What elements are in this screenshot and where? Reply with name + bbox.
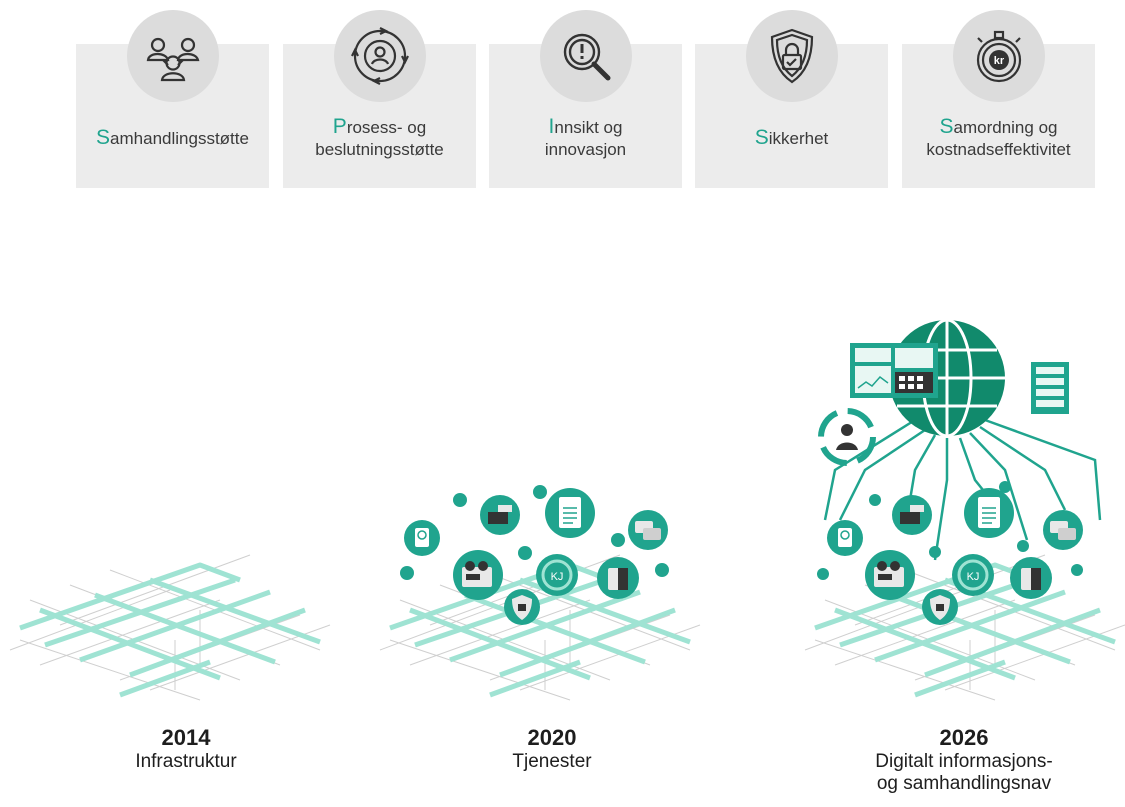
stage-year: 2026 [939,725,989,750]
service-node-document [545,488,595,538]
stage-title-line2: og samhandlingsnav [876,773,1052,794]
pillar-label: Prosess- og beslutningsstøtte [315,114,444,159]
magnifier-insight-icon [539,10,632,102]
server-rack-icon [1031,362,1069,414]
service-node-device [1010,557,1052,599]
pillar-label: Sikkerhet [754,125,829,149]
pillar-card-samordning: kr Samordning og kostnadseffektivitet [902,10,1095,188]
pillar-card-sikkerhet: Sikkerhet [695,10,888,188]
stage-year: 2014 [161,725,211,750]
service-node-tools [892,495,932,535]
pillar-card-innsikt: Innsikt og innovasjon [489,10,682,188]
svg-text:kr: kr [993,55,1004,67]
service-node-lock [922,589,958,625]
service-node-chat [628,510,668,550]
infrastructure-illustration [0,0,360,807]
process-cycle-icon [333,10,426,102]
people-collaboration-icon [126,10,219,102]
service-node-chat [1043,510,1083,550]
service-node-device [597,557,639,599]
stage-caption-2020: 2020 Tjenester [422,725,682,773]
services-illustration: KJ [370,0,730,807]
stage-caption-2026: 2026 Digitalt informasjons- og samhandli… [834,725,1094,795]
service-node-kj: KJ [952,554,994,596]
service-node-camera [865,550,915,600]
hub-illustration: KJ [795,0,1125,807]
dashboard-panel [850,343,938,398]
pillar-label: Innsikt og innovasjon [544,114,627,159]
stopwatch-kr-icon: kr [952,10,1045,102]
service-node-camera [453,550,503,600]
pillar-label: Samordning og kostnadseffektivitet [926,114,1071,159]
service-node-info [827,520,863,556]
service-node-lock [504,589,540,625]
service-node-info [404,520,440,556]
service-node-document [964,488,1014,538]
service-node-tools [480,495,520,535]
pillar-label: Samhandlingsstøtte [96,125,249,149]
stage-caption-2014: 2014 Infrastruktur [56,725,316,773]
stage-title: Infrastruktur [135,751,237,772]
pillar-card-samhandling: Samhandlingsstøtte [76,10,269,188]
user-cycle-icon [818,408,876,466]
service-node-kj: KJ [536,554,578,596]
security-shield-icon [745,10,838,102]
svg-text:KJ: KJ [967,571,980,583]
pillar-card-prosess: Prosess- og beslutningsstøtte [283,10,476,188]
stage-year: 2020 [527,725,577,750]
svg-text:KJ: KJ [551,571,564,583]
stage-title: Digitalt informasjons- [875,751,1053,772]
stage-title: Tjenester [512,751,592,772]
